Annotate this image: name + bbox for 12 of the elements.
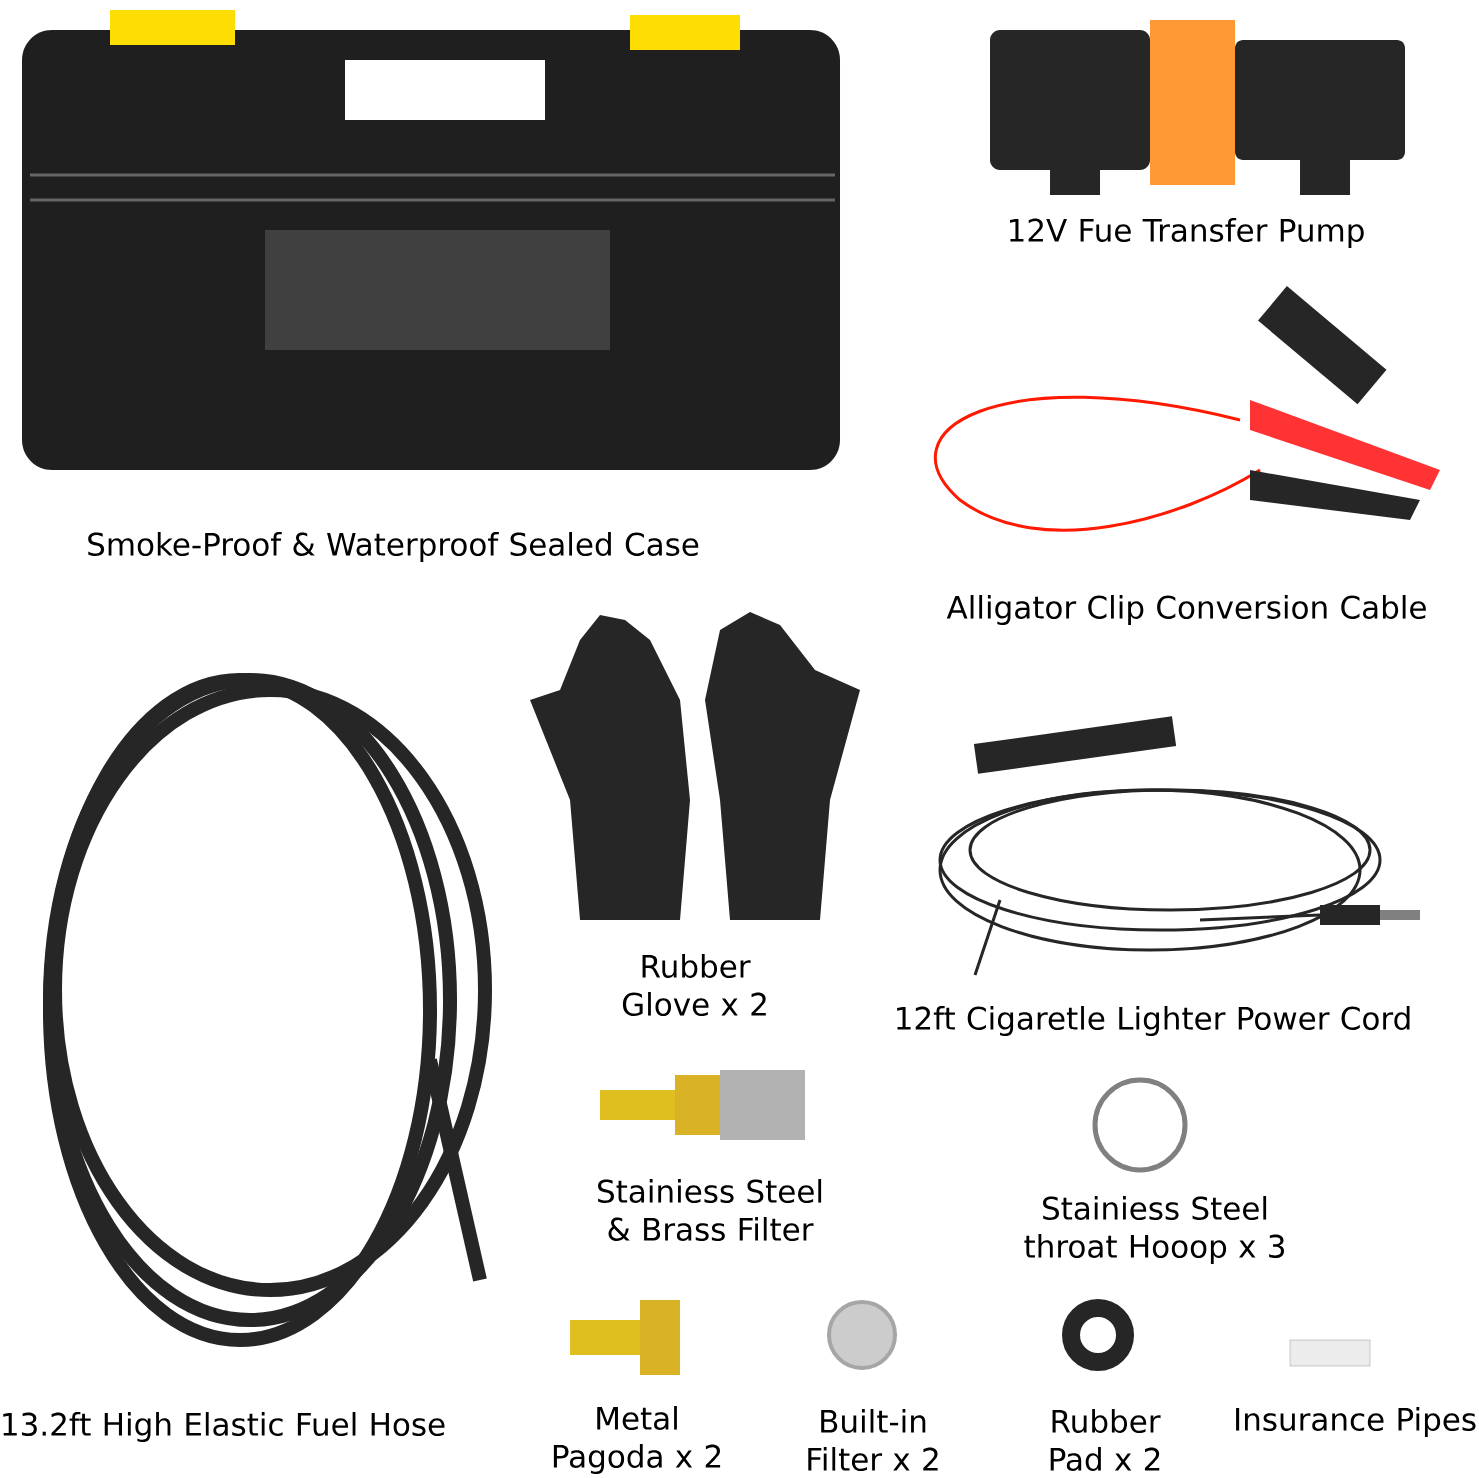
item-caption: Alligator Clip Conversion Cable — [946, 595, 1426, 625]
item-caption: Rubber Glove x 2 — [622, 954, 766, 1016]
item-caption: Insurance Pipes — [1236, 1407, 1476, 1437]
item-caption: 13.2ft High Elastic Fuel Hose — [3, 1412, 445, 1442]
item-caption: Stainiess Steel throat Hooop x 3 — [1024, 1196, 1284, 1264]
item-caption: 12ft Cigaretle Lighter Power Cord — [897, 1006, 1410, 1036]
item-caption: Built-in Filter x 2 — [808, 1409, 938, 1471]
item-caption: Rubber Pad x 2 — [1050, 1409, 1161, 1471]
item-caption: Stainiess Steel & Brass Filter — [598, 1179, 822, 1241]
item-caption: Smoke-Proof & Waterproof Sealed Case — [88, 532, 699, 562]
item-caption: 12V Fue Transfer Pump — [1010, 218, 1364, 248]
item-caption: Metal Pagoda x 2 — [553, 1406, 721, 1474]
